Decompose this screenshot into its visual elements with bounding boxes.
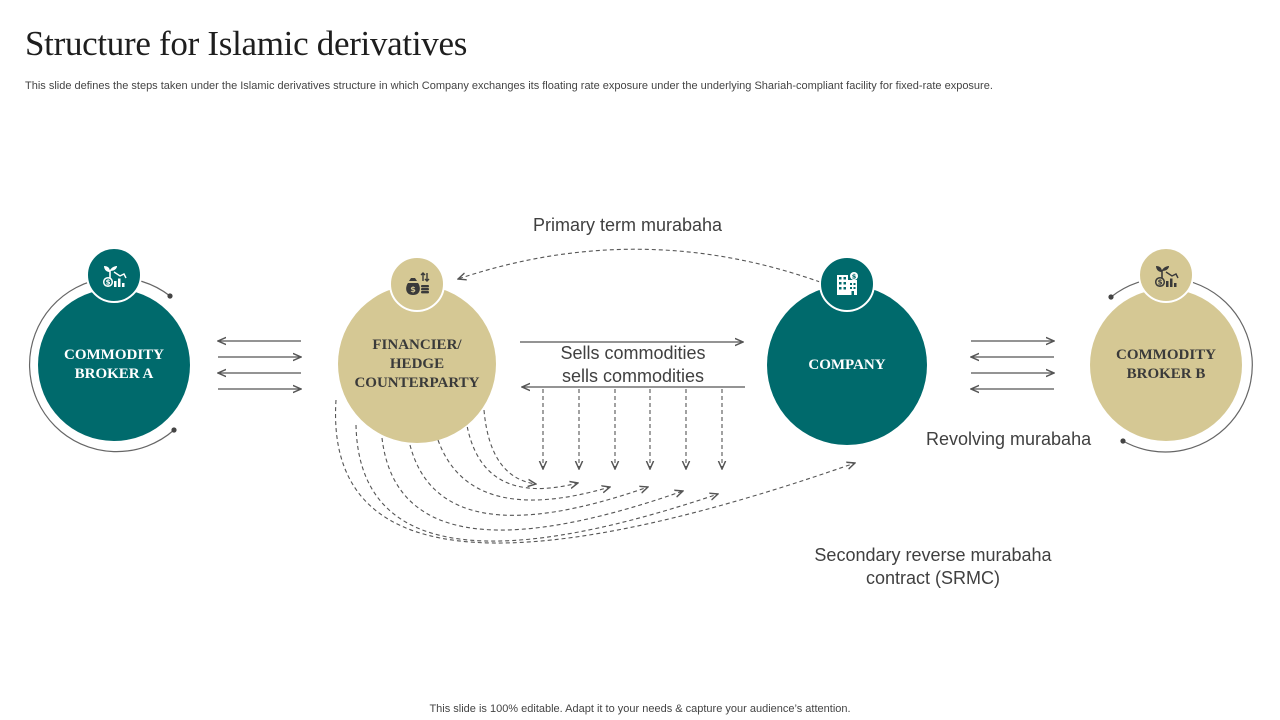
broker-a-label-line1: COMMODITY [64,347,164,363]
money-bag-coins-icon: $ [389,256,445,312]
sells-commodities-label: Sells commodities sells commodities [540,342,726,388]
commodity-broker-b-node: COMMODITY BROKER B [1090,289,1242,441]
broker-a-exchange-arrows [218,341,301,389]
sells-commodities-arrows [520,342,745,387]
broker-b-label-line1: COMMODITY [1116,347,1216,363]
page-title: Structure for Islamic derivatives [25,24,468,63]
page-subtitle: This slide defines the steps taken under… [25,80,993,92]
sells-commodities-line2: sells commodities [561,366,705,386]
office-building-icon: $ [819,256,875,312]
dashed-return-arcs [335,399,855,544]
broker-b-label-line2: BROKER B [1126,366,1206,382]
broker-a-label-line2: BROKER A [74,366,154,382]
revolving-murabaha-label: Revolving murabaha [926,429,1092,449]
primary-term-murabaha-label: Primary term murabaha [533,215,723,235]
plant-money-chart-icon: $ [1138,247,1194,303]
financier-label-line1: FINANCIER/ [372,336,462,353]
plant-money-chart-icon: $ [86,247,142,303]
dashed-drop-arrows [543,389,722,469]
svg-text:$: $ [1158,279,1163,287]
page-footer: This slide is 100% editable. Adapt it to… [429,703,851,715]
secondary-reverse-murabaha-label: Secondary reverse murabaha contract (SRM… [803,544,1063,590]
sells-commodities-line1: Sells commodities [560,343,706,363]
secondary-label-line2: contract (SRMC) [865,568,1000,588]
company-label: COMPANY [808,356,886,373]
secondary-label-line1: Secondary reverse murabaha [814,545,1052,565]
svg-text:$: $ [852,273,857,281]
svg-text:$: $ [106,279,111,287]
financier-label-line2: HEDGE [389,355,445,372]
broker-b-exchange-arrows [971,341,1054,389]
financier-label-line3: COUNTERPARTY [354,374,480,391]
commodity-broker-a-node: COMMODITY BROKER A [38,289,190,441]
svg-text:$: $ [410,285,416,294]
primary-murabaha-arc [458,248,821,283]
